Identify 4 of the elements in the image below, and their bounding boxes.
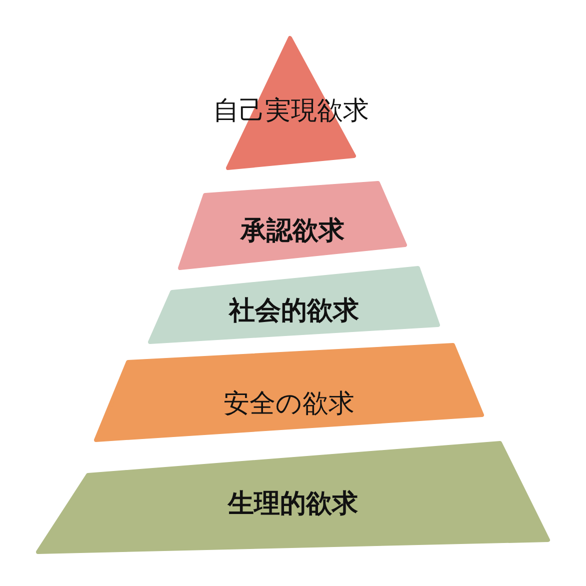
tier-label: 安全の欲求 bbox=[222, 390, 356, 419]
tier-label: 生理的欲求 bbox=[226, 490, 359, 519]
tier-label: 社会的欲求 bbox=[228, 297, 360, 326]
tier-label: 承認欲求 bbox=[239, 217, 346, 246]
